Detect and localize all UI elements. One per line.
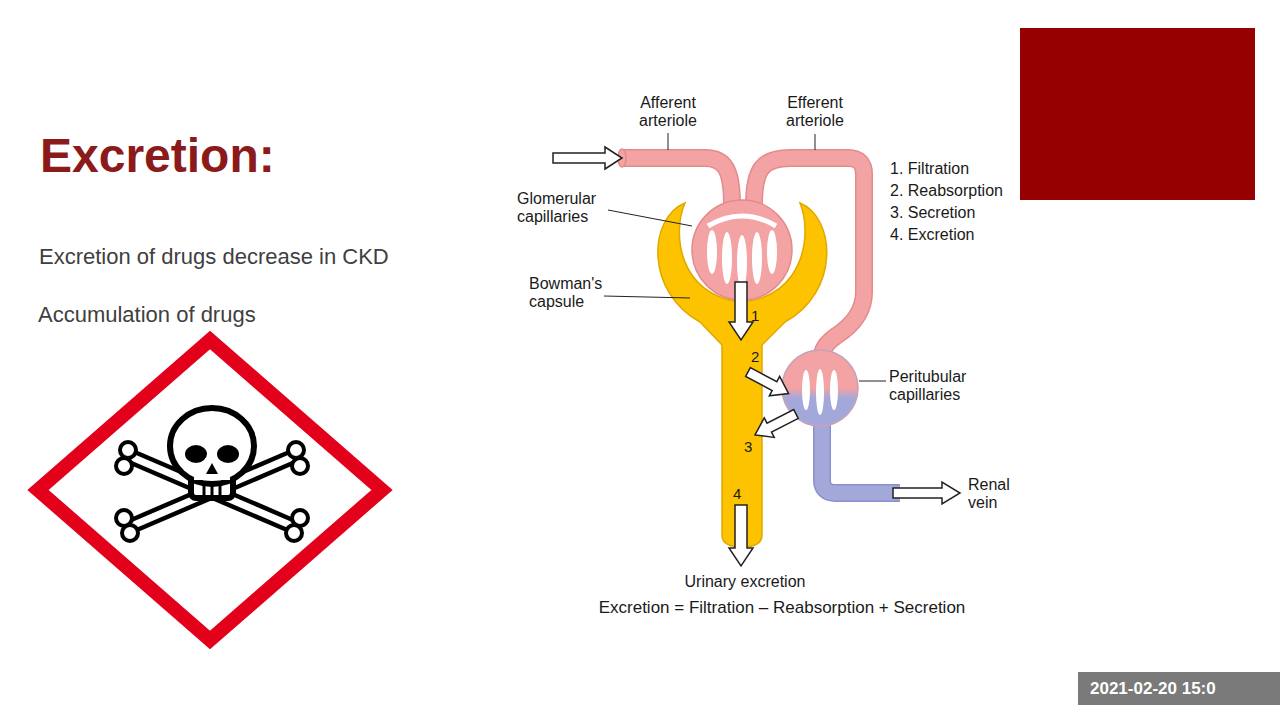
bone <box>134 458 290 525</box>
step-label: 2. Reabsorption <box>890 182 1003 200</box>
bone <box>134 458 290 525</box>
capillary-loop <box>767 230 777 274</box>
skull-tooth <box>211 484 214 497</box>
bullet-text: Accumulation of drugs <box>38 302 256 327</box>
capillary-loop <box>737 235 747 289</box>
outflow-arrow <box>893 482 960 504</box>
capillary-loop <box>830 370 838 410</box>
step-label: 4. Excretion <box>890 226 974 244</box>
output-label: Urinary excretion <box>645 573 845 591</box>
excretion-arrow <box>729 505 753 566</box>
step-label: 3. Secretion <box>890 204 975 222</box>
skull-cranium <box>170 408 254 484</box>
capillary-loop <box>707 230 717 274</box>
hazard-sign <box>38 340 382 640</box>
callout-number: 3 <box>744 438 752 455</box>
bone-knob <box>122 525 138 541</box>
capillary-loop <box>802 370 810 410</box>
part-label: Renal vein <box>968 476 1023 513</box>
leader-line <box>668 133 669 150</box>
reabsorption-arrow <box>743 362 794 403</box>
timestamp-text: 2021-02-20 15:0 <box>1090 679 1216 699</box>
bone <box>134 458 290 525</box>
part-label: Afferent arteriole <box>623 94 713 131</box>
callout-number: 2 <box>751 348 759 365</box>
bone-knob <box>286 525 302 541</box>
slide-title: Excretion: <box>40 132 275 180</box>
callout-number: 4 <box>733 485 741 502</box>
filtration-arrow <box>729 282 753 340</box>
capillary-loop <box>752 232 762 284</box>
part-label: Peritubular capillaries <box>889 368 989 405</box>
afferent-vessel <box>622 158 732 205</box>
equation-text: Excretion = Filtration – Reabsorption + … <box>532 598 1032 618</box>
bullet-text: Excretion of drugs decrease in CKD <box>39 244 389 269</box>
inflow-arrow <box>553 147 622 169</box>
part-label: Efferent arteriole <box>770 94 860 131</box>
skull-nose <box>206 463 218 474</box>
capillary-loop <box>816 369 824 415</box>
leader-line <box>604 296 690 298</box>
skull-eye <box>185 445 207 463</box>
skull-tooth <box>219 484 222 497</box>
bone <box>134 458 290 525</box>
skull-eye <box>217 445 239 463</box>
callout-number: 1 <box>751 307 759 324</box>
leader-line <box>815 134 816 150</box>
part-label: Bowman's capsule <box>529 275 624 312</box>
arrow-shape <box>743 362 794 403</box>
capillary-loop <box>722 232 732 284</box>
skull-tooth <box>203 484 206 497</box>
bone-knob <box>288 442 304 458</box>
timestamp-box: 2021-02-20 15:0 <box>1078 672 1280 705</box>
hazard-diamond <box>38 340 382 640</box>
bone-knob <box>116 458 132 474</box>
capillary-loop <box>708 216 776 226</box>
red-block <box>1020 28 1255 200</box>
bone-knob <box>292 458 308 474</box>
afferent-vessel <box>622 158 732 205</box>
part-label: Glomerular capillaries <box>517 190 622 227</box>
arrow-shape <box>750 404 801 444</box>
renal-vein-vessel <box>822 420 900 493</box>
step-label: 1. Filtration <box>890 160 969 178</box>
renal-vein-vessel <box>822 420 900 493</box>
bone-knob <box>120 442 136 458</box>
leader-line <box>859 381 886 382</box>
secretion-arrow <box>750 404 801 444</box>
leader-line <box>608 210 692 226</box>
